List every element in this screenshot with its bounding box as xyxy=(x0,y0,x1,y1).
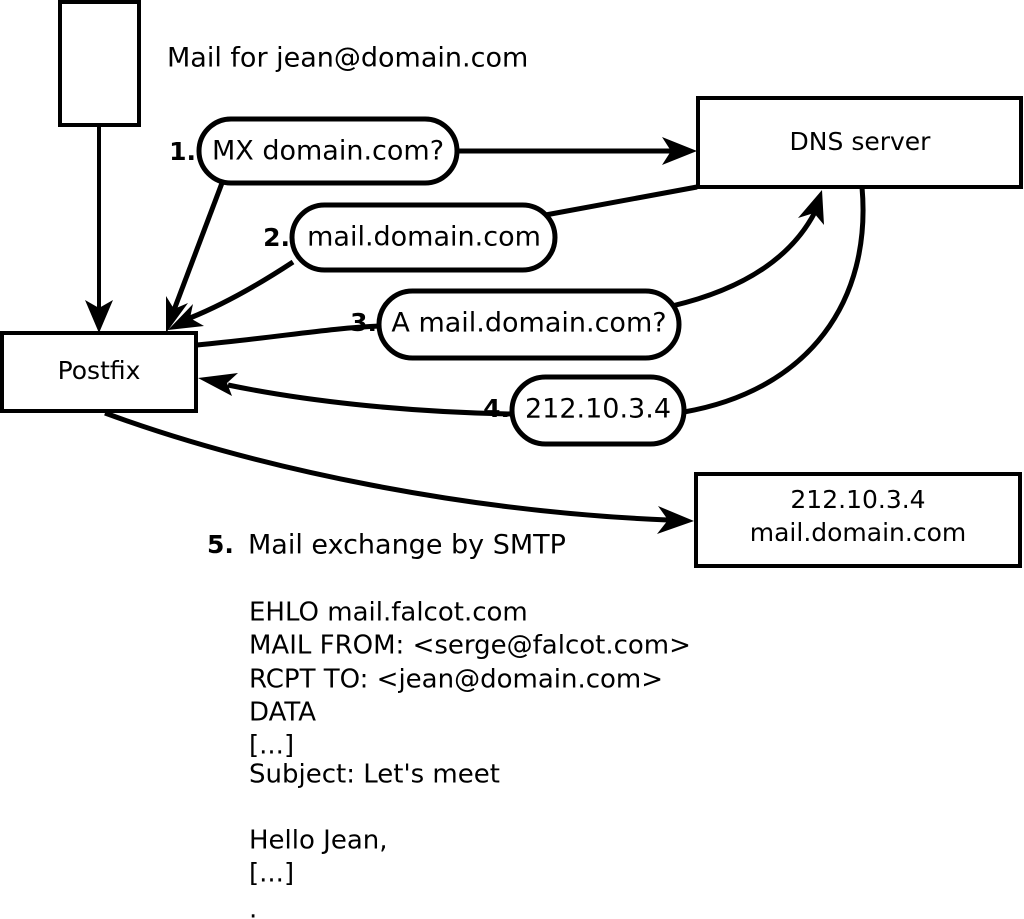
target-node-ip: 212.10.3.4 xyxy=(790,485,925,514)
edge-step2-to-postfix xyxy=(168,259,295,330)
step-5-label: Mail exchange by SMTP xyxy=(248,530,566,561)
mail-for-caption: Mail for jean@domain.com xyxy=(167,43,528,74)
step-3-label: A mail.domain.com? xyxy=(391,308,666,339)
target-mailserver-node: 212.10.3.4 mail.domain.com xyxy=(694,472,1022,568)
edge-step3-to-dns xyxy=(671,190,824,309)
edge-postfix-to-step3 xyxy=(196,323,381,348)
step-3-group: 3. A mail.domain.com? xyxy=(350,288,682,361)
edge-step4-to-postfix xyxy=(198,373,513,417)
postfix-node: Postfix xyxy=(0,331,198,413)
edge-step1-to-dns xyxy=(458,137,697,165)
smtp-line: [...] xyxy=(249,731,294,761)
step-2-number: 2. xyxy=(263,223,290,252)
smtp-line: RCPT TO: <jean@domain.com> xyxy=(249,665,663,695)
edge-postfix-to-target xyxy=(104,410,694,534)
step-2-group: 2. mail.domain.com xyxy=(263,202,558,273)
edge-postfix-step1 xyxy=(166,182,225,333)
step-1-group: 1. MX domain.com? xyxy=(169,116,460,186)
postfix-node-label: Postfix xyxy=(58,356,141,385)
smtp-line: Hello Jean, xyxy=(249,826,388,856)
smtp-line: [...] xyxy=(249,859,294,889)
source-node xyxy=(58,0,141,127)
step-2-label: mail.domain.com xyxy=(307,222,541,253)
edge-dns-to-step2 xyxy=(539,184,698,219)
step-4-number: 4. xyxy=(483,394,510,423)
step-4-label: 212.10.3.4 xyxy=(525,394,671,425)
dns-server-node: DNS server xyxy=(696,96,1023,189)
dns-server-node-label: DNS server xyxy=(790,127,932,156)
edge-source-to-postfix xyxy=(85,125,113,333)
step-1-number: 1. xyxy=(169,137,196,166)
edge-dns-to-step4 xyxy=(683,186,866,415)
smtp-line: . xyxy=(249,895,257,919)
step-4-group: 4. 212.10.3.4 xyxy=(483,374,687,447)
smtp-line: EHLO mail.falcot.com xyxy=(249,598,528,628)
step-5-number: 5. xyxy=(207,530,234,559)
smtp-line: MAIL FROM: <serge@falcot.com> xyxy=(249,631,691,661)
target-node-hostname: mail.domain.com xyxy=(750,518,966,547)
smtp-line: Subject: Let's meet xyxy=(249,760,500,790)
step-3-number: 3. xyxy=(350,308,377,337)
smtp-line: DATA xyxy=(249,698,316,728)
step-1-label: MX domain.com? xyxy=(212,136,444,167)
